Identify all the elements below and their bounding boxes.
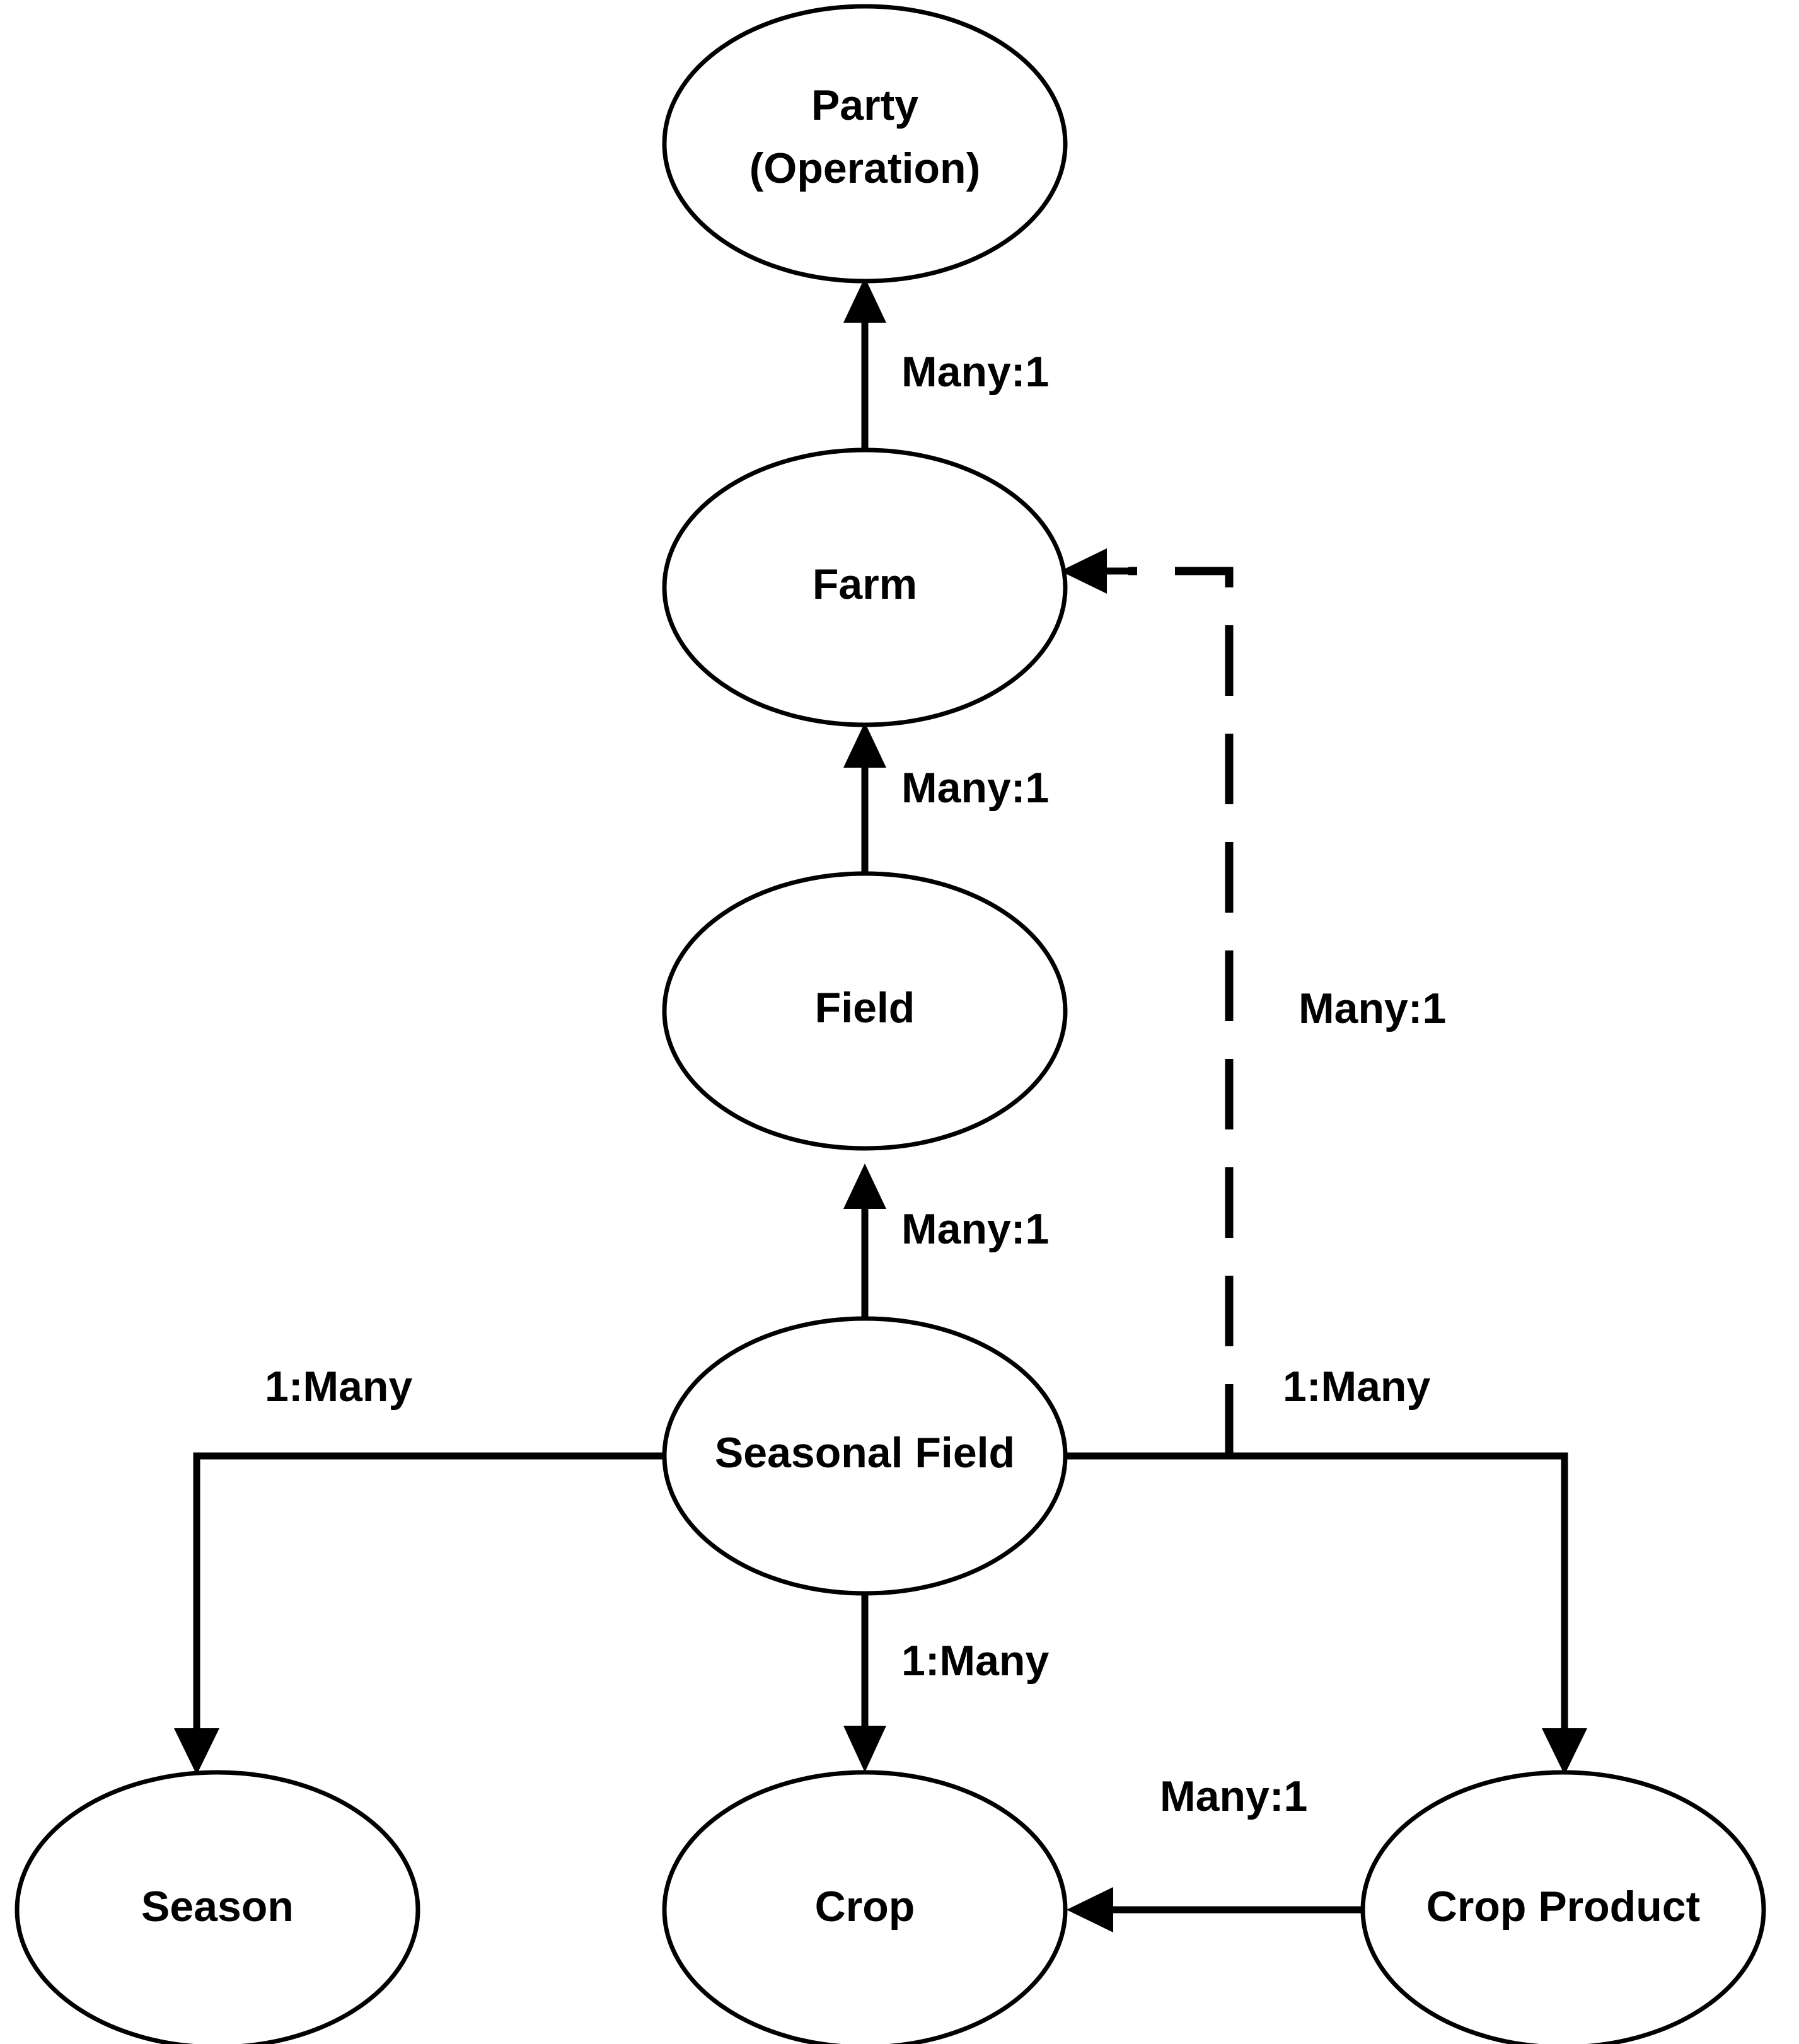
node-crop[interactable]: Crop [662,1770,1068,2044]
arrow-head-to-field [843,1163,886,1209]
edge-label-seasonalfield-to-crop: 1:Many [901,1637,1049,1685]
edge-seasonalfield-to-cropproduct [1065,1452,1587,1775]
node-field[interactable]: Field [662,871,1068,1151]
node-season[interactable]: Season [14,1770,420,2044]
node-party-operation[interactable]: Party (Operation) [662,4,1068,284]
node-label-crop: Crop [815,1883,915,1931]
edge-label-seasonalfield-to-cropproduct: 1:Many [1283,1363,1430,1411]
arrow-head-to-farm [843,722,886,768]
edge-label-field-to-farm: Many:1 [901,764,1049,812]
node-label-party-line2: (Operation) [749,144,980,192]
edge-label-farm-to-party: Many:1 [901,348,1049,396]
node-crop-product[interactable]: Crop Product [1360,1770,1766,2044]
edge-seasonalfield-to-crop [843,1593,886,1772]
node-ellipse-seasonal-field[interactable] [662,1316,1068,1596]
edge-cropproduct-to-farm [1060,548,1234,1455]
arrow-head-to-party [843,277,886,323]
node-label-season: Season [141,1883,294,1931]
edge-line-seasonalfield-season [193,1452,664,1733]
edge-label-cropproduct-to-crop: Many:1 [1160,1772,1307,1820]
node-ellipse-party[interactable] [662,4,1068,284]
edge-label-seasonalfield-to-season: 1:Many [265,1363,412,1411]
arrow-head-to-crop-from-cropproduct [1067,1887,1113,1932]
edge-cropproduct-to-crop [1067,1887,1363,1932]
arrow-head-to-crop [843,1726,886,1772]
node-ellipse-farm[interactable] [662,447,1068,727]
node-label-party-line1: Party [811,81,918,129]
node-label-seasonal-field: Seasonal Field [715,1429,1015,1477]
node-label-field: Field [815,984,915,1032]
arrow-head-to-cropproduct [1542,1728,1587,1775]
node-ellipse-season[interactable] [14,1770,420,2044]
edge-farm-to-party [843,277,886,450]
edge-seasonalfield-to-season [174,1452,664,1775]
node-ellipse-crop[interactable] [662,1770,1068,2044]
node-ellipse-field[interactable] [662,871,1068,1151]
edge-label-seasonalfield-to-field: Many:1 [901,1205,1049,1253]
edge-label-cropproduct-to-farm: Many:1 [1299,984,1446,1032]
arrow-head-to-farm-from-cropproduct [1060,548,1107,594]
edge-field-to-farm [843,722,886,874]
node-farm[interactable]: Farm [662,447,1068,727]
node-label-farm: Farm [813,560,917,608]
edge-line-dashed-cropproduct-farm [1128,567,1234,1455]
node-seasonal-field[interactable]: Seasonal Field [662,1316,1068,1596]
edge-line-seasonalfield-cropproduct [1065,1452,1568,1733]
node-ellipse-crop-product[interactable] [1360,1770,1766,2044]
edge-seasonalfield-to-field [843,1163,886,1319]
arrow-head-to-season [174,1728,219,1775]
node-label-crop-product: Crop Product [1426,1883,1700,1931]
